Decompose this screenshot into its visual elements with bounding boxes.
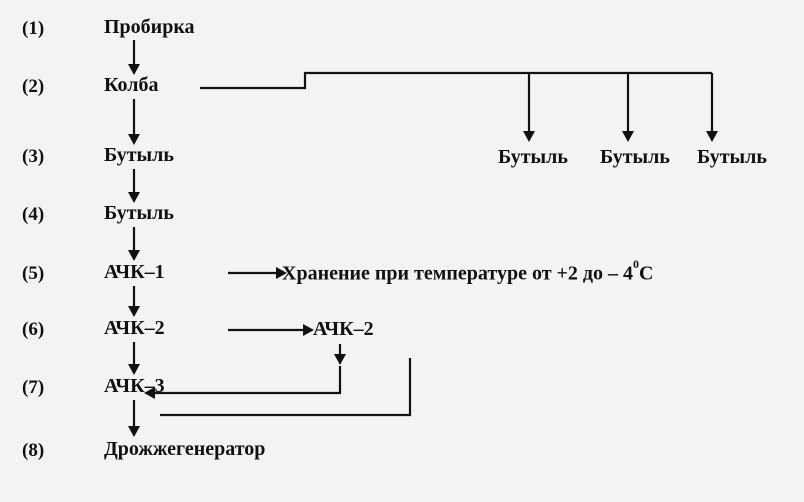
- side-bottle-3: Бутыль: [697, 146, 767, 168]
- step-number-3: (3): [22, 146, 45, 167]
- storage-unit: С: [639, 262, 654, 285]
- arrowhead-6-7: [128, 364, 140, 375]
- arrowhead-achk2-to-side: [303, 324, 314, 336]
- step-number-7: (7): [22, 377, 45, 398]
- storage-text: Хранение при температуре от +2 до – 4: [282, 262, 634, 285]
- line-side-to-main: [153, 366, 342, 395]
- node-probirka: Пробирка: [104, 16, 195, 38]
- step-number-5: (5): [22, 263, 45, 284]
- side-bottle-1: Бутыль: [498, 146, 568, 168]
- node-yeast-generator: Дрожжегенератор: [104, 438, 266, 460]
- side-bottle-2: Бутыль: [600, 146, 670, 168]
- node-butyl-3: Бутыль: [104, 144, 174, 166]
- arrowhead-branch-bottle-1: [523, 131, 535, 142]
- step-number-8: (8): [22, 440, 45, 461]
- arrowhead-5-6: [128, 306, 140, 317]
- arrowhead-7-8: [128, 426, 140, 437]
- arrowhead-1-2: [128, 64, 140, 75]
- arrowhead-3-4: [128, 192, 140, 203]
- arrowhead-4-5: [128, 250, 140, 261]
- side-achk-2: АЧК–2: [313, 318, 374, 340]
- node-achk-1: АЧК–1: [104, 261, 165, 283]
- arrowhead-branch-bottle-3: [706, 131, 718, 142]
- arrowhead-2-3: [128, 134, 140, 145]
- arrowhead-branch-bottle-2: [622, 131, 634, 142]
- storage-degree: 0: [633, 257, 640, 271]
- step-number-6: (6): [22, 319, 45, 340]
- node-achk-2: АЧК–2: [104, 317, 165, 339]
- arrowhead-side-achk2-down: [334, 354, 346, 365]
- branch-kolba-to-bottles: [200, 71, 712, 90]
- step-number-4: (4): [22, 204, 45, 225]
- node-butyl-4: Бутыль: [104, 202, 174, 224]
- step-number-2: (2): [22, 76, 45, 97]
- arrowhead-achk1-to-storage: [276, 267, 287, 279]
- line-feedback-loop: [160, 358, 412, 417]
- arrowhead-side-to-main: [144, 387, 155, 399]
- storage-label: Хранение при температуре от +2 до – 40С: [282, 257, 654, 286]
- step-number-1: (1): [22, 18, 45, 39]
- node-kolba: Колба: [104, 74, 159, 96]
